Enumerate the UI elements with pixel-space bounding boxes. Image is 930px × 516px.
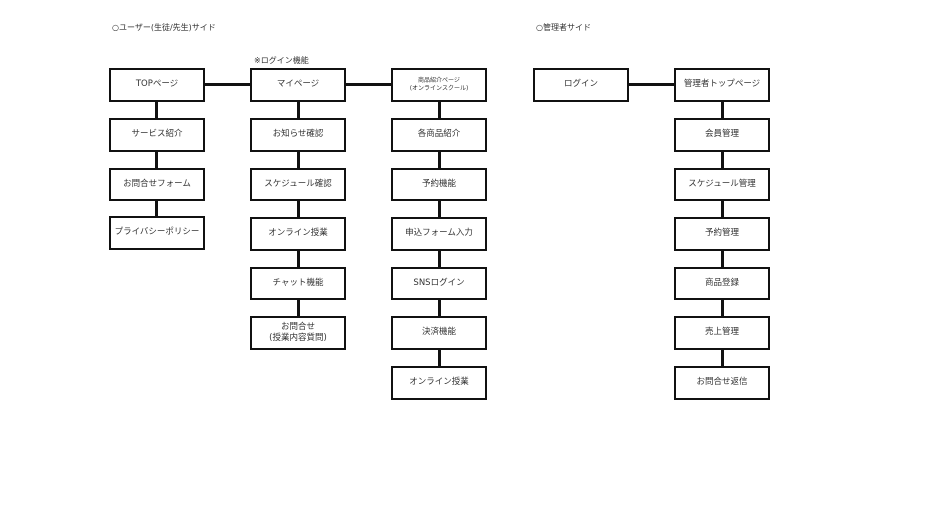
product-online-class-box: オンライン授業 xyxy=(391,366,487,400)
connector-mypage-column xyxy=(297,101,300,317)
contact-form-box: お問合せフォーム xyxy=(109,168,205,201)
reservation-function-box: 予約機能 xyxy=(391,168,487,201)
privacy-policy-box: プライバシーポリシー xyxy=(109,216,205,250)
application-form-box: 申込フォーム入力 xyxy=(391,217,487,251)
online-class-box: オンライン授業 xyxy=(250,217,346,251)
admin-login-box: ログイン xyxy=(533,68,629,102)
user-side-label: ○ユーザー(生徒/先生)サイド xyxy=(112,23,216,32)
payment-function-box: 決済機能 xyxy=(391,316,487,350)
service-intro-box: サービス紹介 xyxy=(109,118,205,152)
reservation-management-box: 予約管理 xyxy=(674,217,770,251)
connector-top-to-mypage xyxy=(204,83,251,86)
product-intro-page-box: 商品紹介ページ (オンラインスクール) xyxy=(391,68,487,102)
connector-mypage-to-product xyxy=(345,83,392,86)
connector-top-column xyxy=(155,101,158,217)
admin-side-label: ○管理者サイド xyxy=(536,23,591,32)
top-page-box: TOPページ xyxy=(109,68,205,102)
login-function-note: ※ログイン機能 xyxy=(254,56,309,65)
mypage-box: マイページ xyxy=(250,68,346,102)
notice-check-box: お知らせ確認 xyxy=(250,118,346,152)
schedule-check-box: スケジュール確認 xyxy=(250,168,346,201)
product-registration-box: 商品登録 xyxy=(674,267,770,300)
chat-function-box: チャット機能 xyxy=(250,267,346,300)
sns-login-box: SNSログイン xyxy=(391,267,487,300)
schedule-management-box: スケジュール管理 xyxy=(674,168,770,201)
inquiry-reply-box: お問合せ返信 xyxy=(674,366,770,400)
sales-management-box: 売上管理 xyxy=(674,316,770,350)
admin-top-page-box: 管理者トップページ xyxy=(674,68,770,102)
connector-login-to-admin xyxy=(628,83,675,86)
member-management-box: 会員管理 xyxy=(674,118,770,152)
class-inquiry-box: お問合せ (授業内容質問) xyxy=(250,316,346,350)
each-product-box: 各商品紹介 xyxy=(391,118,487,152)
